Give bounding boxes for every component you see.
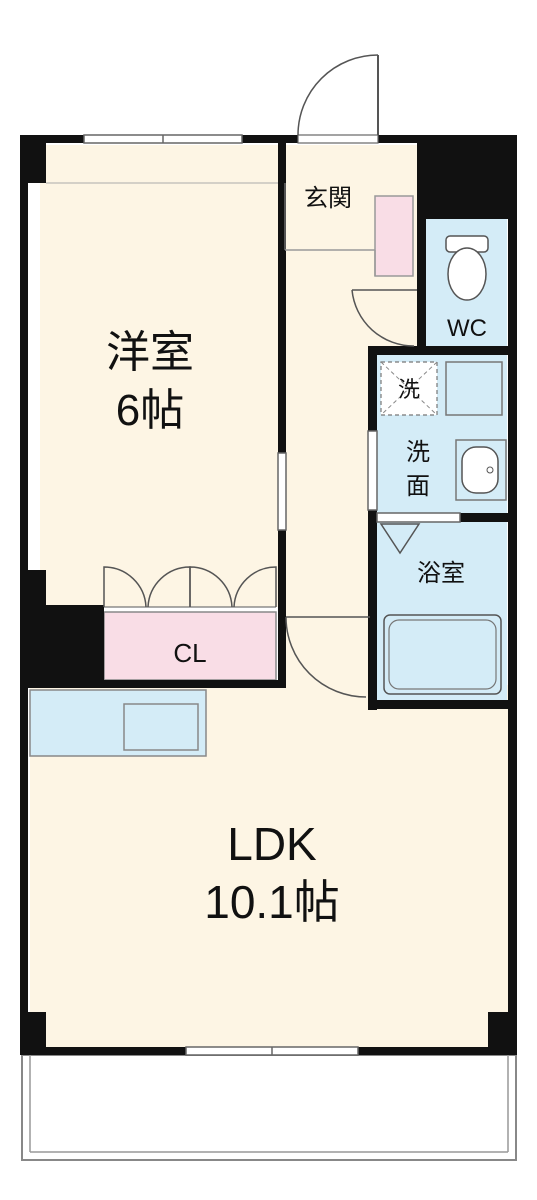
wall (278, 530, 286, 688)
closet-door-swing (103, 566, 147, 608)
vanity-basin (461, 446, 499, 494)
hall-extension-floor (285, 605, 380, 690)
washing-machine-cross (380, 361, 438, 416)
wall (368, 700, 517, 709)
pillar (20, 570, 46, 608)
wall (417, 218, 426, 354)
closet-label: CL (173, 638, 206, 668)
closet-door-swing (233, 566, 277, 608)
pillar (488, 1012, 517, 1052)
ldk-label: LDK (227, 818, 317, 870)
bathtub-inner (388, 619, 497, 690)
toilet-bowl-icon (447, 247, 487, 301)
basin-drain (486, 466, 494, 474)
shoe-cabinet (374, 195, 414, 277)
washroom-label-line1: 洗 (406, 439, 430, 466)
pillar (20, 1012, 46, 1052)
washing-machine-label: 洗 (398, 377, 420, 402)
kitchen-sink (123, 703, 199, 751)
storage-box (445, 361, 503, 416)
pillar (20, 135, 46, 183)
wc-door-swing (351, 289, 415, 347)
wall (460, 513, 517, 522)
entrance-label: 玄関 (304, 185, 352, 212)
western-room-floor (40, 145, 278, 607)
entrance-door-swing (297, 54, 379, 136)
bathroom-label: 浴室 (417, 560, 465, 587)
western-room-size: 6帖 (116, 386, 184, 435)
wall (278, 143, 286, 453)
wall (368, 346, 377, 431)
ldk-size: 10.1帖 (204, 876, 340, 928)
wall (368, 510, 377, 710)
ldk-door-swing (285, 616, 367, 698)
pillar (20, 605, 104, 687)
bath-door-indicator (379, 523, 421, 555)
sliding-door (376, 512, 461, 523)
sliding-door (277, 452, 287, 531)
wall (20, 680, 286, 688)
entrance-door-opening (297, 134, 379, 144)
pillar (417, 135, 517, 219)
closet-door-swing (189, 566, 233, 608)
wc-label: WC (447, 315, 487, 342)
sliding-door (367, 430, 378, 511)
closet-area (103, 611, 277, 681)
balcony (21, 1054, 517, 1161)
closet-door-swing (147, 566, 191, 608)
washroom-label-line2: 面 (406, 473, 430, 500)
western-room-label: 洋室 (106, 328, 194, 377)
wall (368, 346, 517, 355)
wall (508, 135, 517, 1055)
